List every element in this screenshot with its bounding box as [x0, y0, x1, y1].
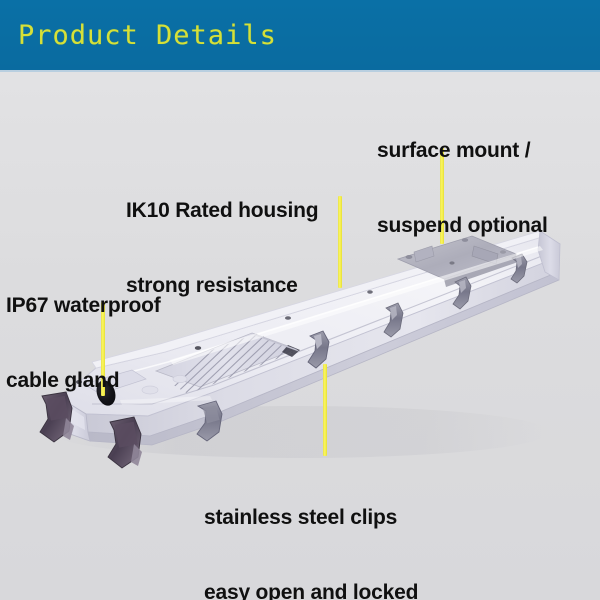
bracket-screw-hole-2 [461, 238, 469, 242]
housing-screw-1 [194, 346, 202, 350]
stainless-steel-clip [196, 400, 223, 442]
header-bar [0, 0, 600, 70]
page-title: Product Details [18, 20, 277, 51]
callout-line-ip67-gland [101, 302, 105, 396]
stainless-steel-clip [510, 253, 528, 284]
label-surface-mount-line1: surface mount / [377, 139, 531, 162]
housing-crease-shadow [92, 251, 553, 405]
label-ik10-housing: IK10 Rated housing strong resistance [126, 148, 319, 348]
surface-screw-1 [76, 380, 82, 384]
end-latch-clip [39, 391, 74, 443]
label-surface-mount: surface mount / suspend optional [377, 88, 548, 288]
stainless-steel-clip [307, 330, 330, 369]
surface-dimple-1 [141, 385, 159, 395]
bracket-screw-hole-1 [405, 255, 413, 259]
label-surface-mount-line2: suspend optional [377, 214, 548, 237]
bracket-tab-left [413, 245, 435, 263]
label-ip67-gland-line1: IP67 waterproof [6, 294, 161, 317]
heatsink-side-step [252, 333, 300, 352]
surface-dimple-2 [172, 375, 188, 383]
label-steel-clips-line1: stainless steel clips [204, 506, 398, 529]
label-steel-clips-line2: easy open and locked [204, 581, 419, 600]
housing-screw-3 [367, 290, 373, 294]
heatsink-edge-dark [282, 345, 300, 357]
stainless-steel-clips [196, 253, 528, 442]
housing-screw-2 [285, 316, 291, 320]
label-ip67-gland-line2: cable gland [6, 369, 120, 392]
bracket-screw-hole-3 [500, 250, 506, 254]
housing-screw-4 [449, 261, 455, 265]
end-latch-clip [107, 416, 142, 469]
callout-line-steel-clips [323, 364, 327, 456]
header-underline [0, 70, 600, 72]
label-ip67-gland: IP67 waterproof cable gland [6, 243, 161, 443]
stainless-steel-clip [452, 276, 472, 310]
callout-line-surface-mount [440, 148, 444, 244]
label-ik10-housing-line2: strong resistance [126, 274, 298, 297]
end-latch-clips [39, 391, 142, 469]
label-steel-clips: stainless steel clips easy open and lock… [204, 455, 418, 600]
callout-line-ik10-housing [338, 196, 342, 288]
housing-reflections [120, 246, 543, 405]
stainless-steel-clip [383, 302, 404, 338]
label-ik10-housing-line1: IK10 Rated housing [126, 199, 319, 222]
housing-screws [194, 261, 455, 350]
